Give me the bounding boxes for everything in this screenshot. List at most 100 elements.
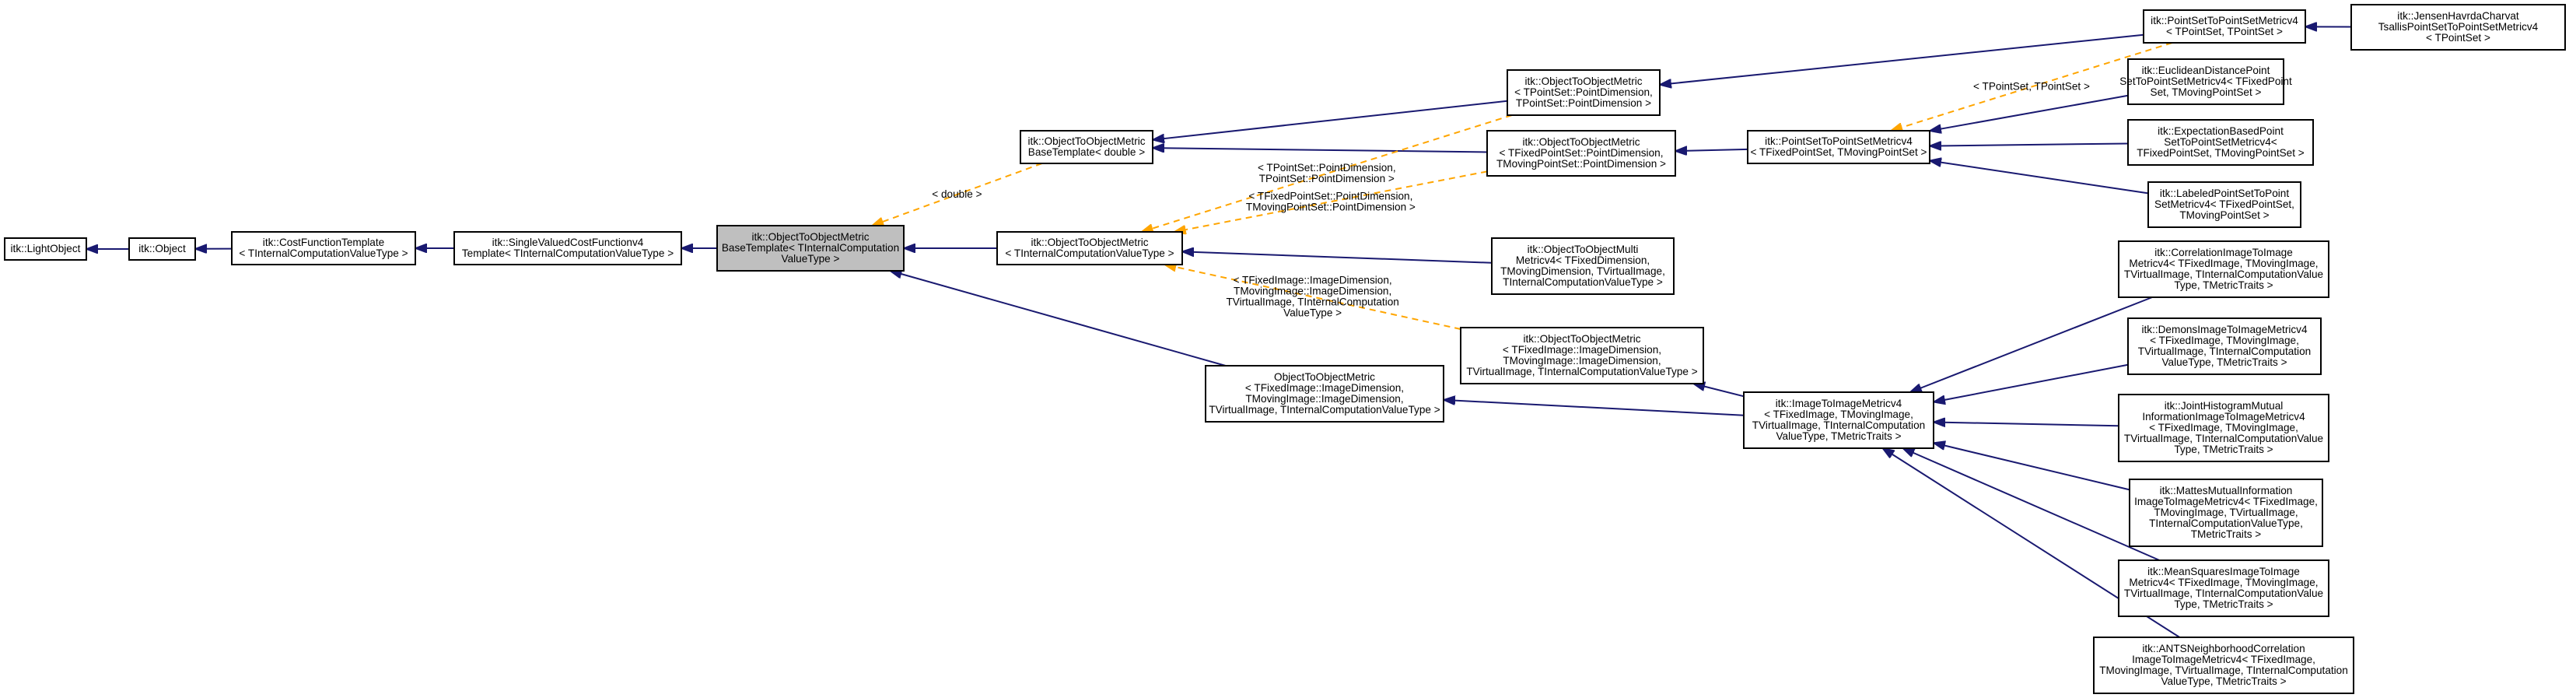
inheritance-edge-mattes-to-image-metric [1934,443,2130,491]
template-edge-label-line: ValueType > [1283,307,1342,319]
class-node-label-line: itk::ObjectToObjectMetric [751,231,869,243]
class-node-label-line: TVirtualImage, TInternalComputationValue… [1466,366,1697,377]
class-node-label-line: Metricv4< TFixedImage, TMovingImage, [2129,258,2318,269]
class-node-labeled[interactable]: itk::LabeledPointSetToPointSetMetricv4< … [2147,181,2301,228]
class-node-label-line: itk::CostFunctionTemplate [263,237,384,248]
class-node-label-line: TVirtualImage, TInternalComputation [2138,345,2311,357]
class-node-label-line: < TPointSet, TPointSet > [2166,26,2283,37]
class-node-label-line: itk::PointSetToPointSetMetricv4 [2151,15,2298,26]
class-node-box [2127,58,2284,105]
class-node-label-line: itk::ObjectToObjectMetric [1523,333,1640,345]
class-node-o2o-image[interactable]: itk::ObjectToObjectMetric< TFixedImage::… [1460,327,1704,384]
class-node-ants[interactable]: itk::ANTSNeighborhoodCorrelationImageToI… [2093,637,2354,694]
class-node-label-line: itk::MattesMutualInformation [2160,485,2293,496]
class-node-label-line: itk::EuclideanDistancePoint [2142,65,2270,76]
class-node-label-line: TVirtualImage, TInternalComputationValue [2124,268,2323,280]
class-node-label-line: TVirtualImage, TInternalComputation [1752,419,1925,431]
class-node-label-line: TPointSet::PointDimension > [1516,97,1651,109]
class-node-jensen[interactable]: itk::JensenHavrdaCharvatTsallisPointSetT… [2350,4,2566,51]
nodes-layer: itk::LightObject itk::Object itk::CostFunc… [4,4,2566,694]
class-node-label-line: itk::ObjectToObjectMetric [1524,75,1642,87]
class-node-label-line: TMovingPointSet::PointDimension > [1496,158,1666,170]
class-node-label-line: itk::CorrelationImageToImage [2154,247,2293,258]
class-node-label-line: ImageToImageMetricv4< TFixedImage, [2132,654,2315,665]
class-node-box [231,231,416,265]
class-node-label-line: SetToPointSetMetricv4< TFixedPoint [2119,75,2292,87]
class-node-label-line: TMovingImage::ImageDimension, [1245,393,1403,405]
class-node-label-line: < TFixedImage::ImageDimension, [1503,344,1661,356]
class-node-label-line: itk::ObjectToObjectMetric [1031,237,1148,248]
class-node-box [128,237,196,261]
class-node-label-line: itk::LightObject [11,243,81,254]
class-node-euclidean[interactable]: itk::EuclideanDistancePointSetToPointSet… [2119,58,2292,105]
inheritance-edge-expectation-to-pointset-metric-fixedmoving [1930,143,2129,146]
class-node-singlevalued[interactable]: itk::SingleValuedCostFunctionv4Template<… [453,231,682,265]
class-node-label-line: TMovingDimension, TVirtualImage, [1500,265,1665,277]
class-node-o2o-internal[interactable]: itk::ObjectToObjectMetric< TInternalComp… [996,231,1183,265]
inheritance-edge-o2o-image-plain-to-basetemplate-current [891,271,1227,367]
template-edge-label-line: < double > [932,188,982,200]
template-edge-label-line: < TFixedImage::ImageDimension, [1234,275,1392,286]
class-node-costfunctiontemplate[interactable]: itk::CostFunctionTemplate< TInternalComp… [231,231,416,265]
class-node-label-line: Metricv4< TFixedImage, TMovingImage, [2129,577,2318,588]
class-node-box [1507,69,1661,116]
class-node-label-line: Type, TMetricTraits > [2174,279,2273,291]
class-node-box [1747,130,1930,164]
class-node-label-line: itk::JointHistogramMutual [2165,400,2284,412]
inheritance-edge-image-metric-to-o2o-image-plain [1444,400,1745,416]
class-node-lightobject[interactable]: itk::LightObject [4,237,87,261]
class-node-expectation[interactable]: itk::ExpectationBasedPointSetToPointSetM… [2127,119,2314,166]
class-node-label-line: ObjectToObjectMetric [1274,371,1375,383]
class-node-box [1486,130,1676,177]
template-edge-pointset-metric-tpointset-to-pointset-metric-fixedmoving [1891,42,2173,131]
class-node-label-line: Metricv4< TFixedDimension, [1516,254,1650,266]
class-node-image-metric[interactable]: itk::ImageToImageMetricv4< TFixedImage, … [1743,391,1934,449]
class-node-o2o-tpointset[interactable]: itk::ObjectToObjectMetric< TPointSet::Po… [1507,69,1661,116]
inheritance-edge-demons-to-image-metric [1934,363,2129,402]
inheritance-edge-pointset-metric-fixedmoving-to-o2o-fixedmoving-pointset [1675,149,1748,151]
class-node-label-line: ImageToImageMetricv4< TFixedImage, [2134,496,2318,507]
class-node-label-line: TMetricTraits > [2191,528,2262,540]
class-node-jointhistogram[interactable]: itk::JointHistogramMutualInformationImag… [2118,394,2329,462]
inheritance-edge-o2o-multi-to-o2o-internal [1182,251,1493,264]
inheritance-edge-image-metric-to-o2o-image [1693,384,1745,398]
class-node-o2o-image-plain[interactable]: ObjectToObjectMetric< TFixedImage::Image… [1205,365,1444,423]
template-edge-label: < TFixedPointSet::PointDimension,TMoving… [1246,190,1416,212]
edge-labels-layer: < double >< TPointSet::PointDimension,TP… [932,81,2090,319]
class-node-pointset-metric-fixedmoving[interactable]: itk::PointSetToPointSetMetricv4< TFixedP… [1747,130,1930,164]
class-node-label-line: itk::SingleValuedCostFunctionv4 [492,237,644,248]
class-node-box [2118,559,2329,617]
class-node-o2o-fixedmoving-pointset[interactable]: itk::ObjectToObjectMetric< TFixedPointSe… [1486,130,1676,177]
class-node-label-line: Type, TMetricTraits > [2174,598,2273,610]
class-node-label-line: Set, TMovingPointSet > [2151,86,2262,98]
inheritance-edge-euclidean-to-pointset-metric-fixedmoving [1930,94,2129,131]
template-edge-label-line: < TPointSet, TPointSet > [1973,81,2090,93]
class-node-label-line: < TFixedImage::ImageDimension, [1245,382,1404,394]
class-node-label-line: Template< TInternalComputationValueType … [462,247,674,259]
template-edge-label-line: TMovingImage::ImageDimension, [1234,286,1391,297]
template-edge-label: < double > [932,188,982,200]
class-node-box [1743,391,1934,449]
template-edge-label-line: < TFixedPointSet::PointDimension, [1248,190,1412,202]
class-node-label-line: itk::LabeledPointSetToPoint [2160,188,2289,199]
class-node-label-line: itk::ObjectToObjectMetric [1522,136,1640,148]
template-edge-o2o-fixedmoving-pointset-to-o2o-internal [1174,170,1488,232]
inheritance-edge-pointset-metric-tpointset-to-o2o-tpointset [1660,33,2144,85]
class-node-pointset-metric-tpointset[interactable]: itk::PointSetToPointSetMetricv4< TPointS… [2143,9,2306,44]
template-edge-label-line: TVirtualImage, TInternalComputation [1226,296,1398,308]
class-node-object[interactable]: itk::Object [128,237,196,261]
class-node-label-line: < TFixedImage, TMovingImage, [1764,409,1913,420]
class-node-mattes[interactable]: itk::MattesMutualInformationImageToImage… [2129,479,2323,547]
class-node-label-line: itk::JensenHavrdaCharvat [2397,10,2519,22]
class-node-label-line: TMovingPointSet > [2179,209,2269,221]
class-node-label-line: itk::MeanSquaresImageToImage [2147,566,2300,577]
class-node-label-line: ValueType > [782,253,840,265]
class-node-label-line: itk::ANTSNeighborhoodCorrelation [2142,643,2305,654]
class-node-demons[interactable]: itk::DemonsImageToImageMetricv4< TFixedI… [2127,317,2322,375]
